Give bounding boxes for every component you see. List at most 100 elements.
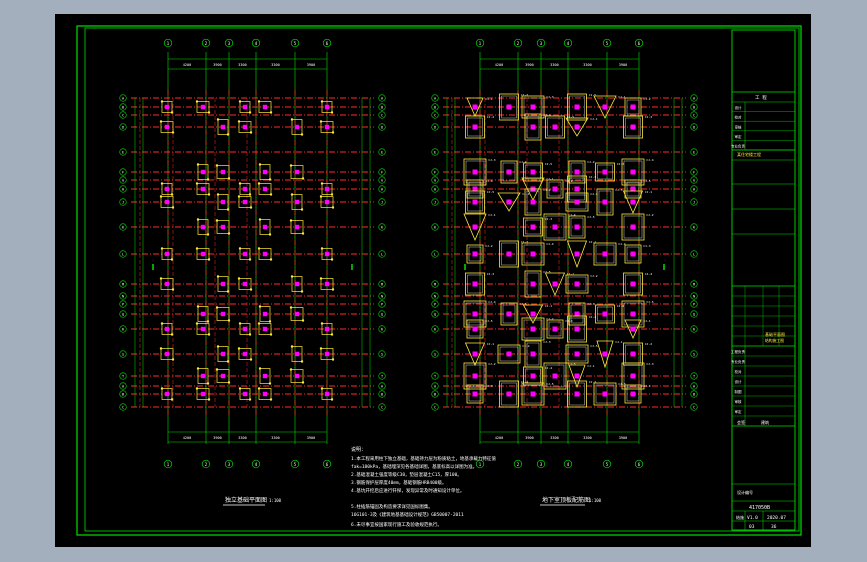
axis-label: J — [381, 201, 383, 205]
column-section — [200, 104, 206, 110]
axis-label: 4 — [255, 462, 258, 467]
dimension-text: 3900 — [619, 63, 627, 67]
footing-tag: CJ-5 — [590, 344, 597, 348]
footing-outline — [568, 364, 586, 389]
tb-sheet: 结施 — [736, 514, 744, 520]
footing-outline — [197, 164, 209, 180]
column-section — [164, 199, 170, 205]
tb-lower-row: 建筑 — [761, 419, 769, 425]
axis-bubble — [690, 250, 698, 258]
column-section — [602, 391, 608, 397]
axis-bubble — [378, 382, 386, 390]
column-section — [630, 169, 636, 175]
axis-label: F — [381, 171, 383, 175]
axis-bubble — [690, 111, 698, 119]
column-section — [324, 326, 330, 332]
column-section — [472, 326, 478, 332]
axis-label: B — [434, 393, 436, 397]
footing-outline — [596, 340, 614, 369]
axis-label: P — [381, 303, 383, 307]
column-section — [630, 351, 636, 357]
axis-label: T — [122, 375, 125, 379]
axis-label: H — [381, 188, 383, 192]
column-section — [630, 326, 636, 332]
footing-tag: CJ-2 — [590, 274, 597, 278]
column-section — [530, 326, 536, 332]
axis-bubble — [163, 459, 173, 469]
axis-bubble — [119, 223, 127, 231]
pile-mark — [215, 219, 219, 222]
axis-label: S — [434, 353, 436, 357]
footing-tag: CJ-4 — [617, 304, 624, 308]
axis-label: S — [381, 353, 383, 357]
column-section — [530, 281, 536, 287]
column-section — [530, 391, 536, 397]
pile-mark — [170, 398, 174, 401]
column-section — [242, 351, 248, 357]
axis-bubble — [690, 198, 698, 206]
footing-tag: CJ-3 — [618, 382, 625, 386]
axis-label: D — [122, 126, 124, 130]
axis-bubble — [119, 250, 127, 258]
axis-bubble — [690, 280, 698, 288]
footing-inner — [523, 244, 543, 264]
column-section — [200, 186, 206, 192]
axis-label: A — [122, 385, 125, 389]
pile-mark — [268, 320, 272, 323]
column-section — [630, 281, 636, 287]
footing-tag: CJ-3 — [645, 115, 652, 119]
axis-label: A — [122, 97, 125, 101]
axis-label: C — [381, 406, 383, 410]
tb-code-label: 设计编号 — [737, 489, 753, 495]
footing-inner — [468, 386, 482, 402]
column-section — [574, 169, 580, 175]
pile-mark — [320, 247, 324, 250]
tb-sign-row: 专业负责 — [731, 359, 745, 364]
footing-tag: CJ-4 — [546, 242, 553, 246]
axis-bubble — [119, 111, 127, 119]
footing-tag: CJ-2 — [643, 97, 650, 101]
pile-mark — [248, 111, 252, 114]
column-section — [602, 351, 608, 357]
footing-outline — [568, 160, 586, 184]
axis-bubble — [431, 403, 439, 411]
axis-bubble — [378, 103, 386, 111]
pile-mark — [248, 333, 252, 336]
dimension-text: 3900 — [619, 436, 627, 440]
column-section — [630, 251, 636, 257]
pile-mark — [290, 193, 294, 196]
axis-label: B — [381, 393, 383, 397]
footing-outline — [216, 165, 230, 179]
footing-outline — [500, 302, 518, 326]
footing-inner — [467, 117, 483, 137]
axis-bubble — [378, 168, 386, 176]
pile-mark — [226, 360, 230, 363]
column-section — [262, 251, 268, 257]
footing-inner — [525, 164, 541, 180]
axis-label: H — [434, 188, 436, 192]
pile-mark — [300, 133, 304, 136]
axis-bubble — [251, 38, 261, 48]
footing-outline — [217, 276, 229, 292]
footing-tag: CJ-2 — [546, 317, 553, 321]
tb-project: 某住宅楼工程 — [737, 151, 761, 157]
axis-bubble — [378, 372, 386, 380]
footing-tag: CJ-3 — [487, 272, 494, 276]
footing-outline — [624, 244, 642, 264]
pile-mark — [330, 398, 334, 401]
column-section — [200, 251, 206, 257]
axis-label: L — [122, 253, 124, 257]
axis-label: 2 — [517, 462, 520, 467]
axis-bubble — [119, 123, 127, 131]
axis-bubble — [378, 94, 386, 102]
column-section — [506, 311, 512, 317]
column-section — [220, 169, 226, 175]
pile-mark — [289, 306, 293, 309]
column-section — [630, 124, 636, 130]
footing-outline — [161, 183, 173, 195]
axis-label: P — [693, 303, 695, 307]
pile-mark — [238, 100, 242, 103]
pile-mark — [207, 398, 211, 401]
footing-tag: CJ-3 — [587, 302, 594, 306]
